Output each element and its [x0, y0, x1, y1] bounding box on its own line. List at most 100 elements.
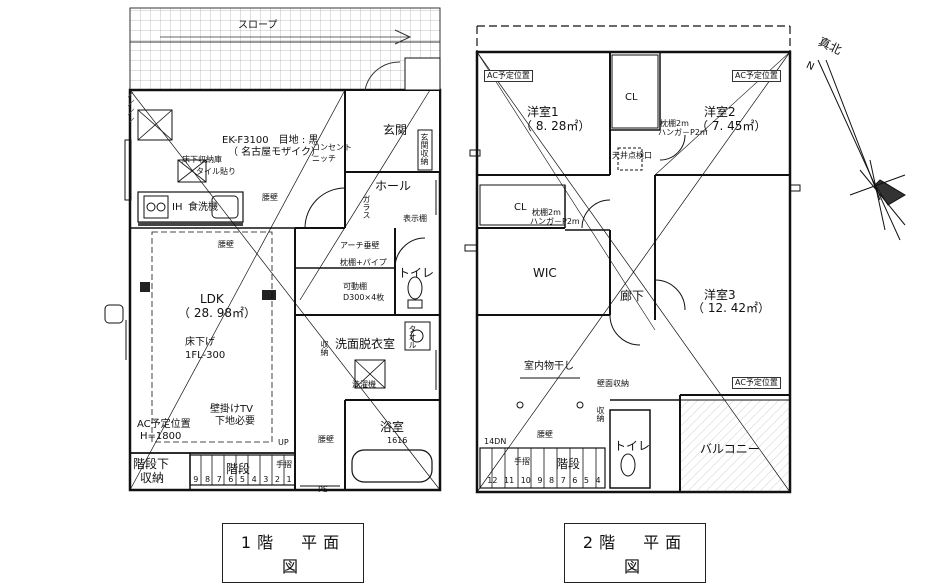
washer-label: 洗濯機 — [352, 380, 376, 389]
room1-label: 洋室1 — [527, 105, 559, 119]
stair-number: 9 — [193, 475, 199, 484]
toilet-label-floor2: トイレ — [614, 439, 651, 453]
display-shelf-label: 表示棚 — [403, 214, 427, 223]
stair-number: 5 — [583, 476, 590, 485]
ih-label: IH — [172, 202, 183, 213]
stair-number: 4 — [251, 475, 257, 484]
waist-wall-label-a: 腰壁 — [262, 193, 278, 202]
floor2-outer-wall — [475, 50, 792, 494]
kitchen-spec2-label: （ 名古屋モザイク） — [228, 147, 321, 158]
stair-number: 4 — [595, 476, 601, 485]
tile-label: タイル貼り — [196, 167, 236, 176]
handrail-label-floor2: 手摺 — [514, 457, 530, 466]
stairs-label-floor2: 階段 — [556, 457, 581, 471]
dn-label: 14DN — [484, 437, 507, 446]
room3-label: 洋室3 — [704, 288, 736, 302]
glass-label: ガラス — [362, 195, 371, 219]
shelf-pipe-label: 枕棚+パイプ — [340, 258, 387, 267]
floor2-title: 2階 平面図 — [564, 523, 706, 583]
floor2-plan — [464, 25, 801, 494]
balcony-label: バルコニー — [700, 442, 760, 456]
niche-label: ニッチ — [312, 154, 336, 163]
floor-storage-label: 床下収納庫 — [182, 155, 222, 164]
hanger-note-top: ハンガ－P2m — [658, 128, 708, 137]
floor1-title: 1階 平面図 — [222, 523, 364, 583]
stair-number: 1 — [286, 475, 292, 484]
slope-label: スロープ — [238, 20, 278, 31]
toilet-label-floor1: トイレ — [398, 266, 435, 280]
under-stairs-label: 階段下 — [133, 457, 170, 471]
hanger-note-mid: ハンガ－P2m — [530, 217, 580, 226]
stair-numbers-floor2: 12 11 10 9 8 7 6 5 4 — [484, 477, 604, 485]
stairs-floor2 — [479, 447, 606, 489]
stair-number: 8 — [549, 476, 555, 485]
attic-label: 天井点検口 — [612, 151, 652, 160]
ac-label-floor2-room2: AC予定位置 — [732, 70, 781, 82]
room3-area-label: （ 12. 42㎡） — [692, 301, 770, 315]
under-stairs2-label: 収納 — [140, 471, 165, 485]
stair-number: 5 — [239, 475, 245, 484]
washroom-label: 洗面脱衣室 — [335, 337, 396, 351]
ac-label-floor1: AC予定位置 — [137, 419, 191, 430]
stair-number: 7 — [560, 476, 566, 485]
stairs-label-floor1: 階段 — [226, 462, 251, 476]
tv2-label: 下地必要 — [215, 416, 255, 427]
shelf-note-mid: 枕棚2m — [532, 208, 561, 217]
kitchen-spec-label: EK-F3100 目地 : 黒 — [222, 135, 319, 146]
up-label: UP — [278, 438, 289, 447]
waist-wall-label-b: 腰壁 — [218, 240, 234, 249]
movable-shelf2-label: D300×4枚 — [343, 293, 385, 302]
cl-top-label: CL — [625, 92, 638, 103]
tv-label: 壁掛けTV — [210, 404, 253, 415]
stair-number: 6 — [228, 475, 234, 484]
floor-plan-drawing — [104, 7, 906, 494]
dishwasher-label: 食洗機 — [188, 202, 218, 213]
room2-label: 洋室2 — [704, 105, 736, 119]
stair-number: 11 — [503, 476, 515, 485]
entrance-label: 玄関 — [383, 123, 408, 137]
balcony — [679, 399, 791, 493]
movable-shelf-label: 可動棚 — [343, 282, 367, 291]
stair-number: 9 — [537, 476, 543, 485]
stair-number: 3 — [263, 475, 269, 484]
compass-icon — [817, 59, 906, 241]
outlet-label: コンセント — [312, 143, 352, 152]
ac-label-floor2-room1: AC予定位置 — [484, 70, 533, 82]
stair-numbers-floor1: 9 8 7 6 5 4 3 2 1 — [190, 476, 295, 484]
ac-height-label: H=1800 — [140, 431, 182, 442]
cl-mid-label: CL — [514, 202, 527, 213]
hallway-label: 廊下 — [620, 289, 645, 303]
bathtub — [351, 449, 433, 483]
stair-number: 8 — [204, 475, 211, 484]
bath-label: 浴室 — [380, 420, 405, 434]
ac-label-floor2-room3: AC予定位置 — [732, 377, 781, 389]
ldk-label: LDK — [200, 292, 224, 306]
storage-vertical-label: 収納 — [596, 406, 605, 422]
room2-area-label: （ 7. 45㎡） — [696, 119, 767, 133]
stair-number: 7 — [216, 475, 222, 484]
floor-level-label: 1FL-300 — [185, 350, 226, 361]
arch-wall-label: アーチ垂壁 — [340, 241, 380, 250]
floor1-plan — [104, 7, 442, 492]
ldk-area-label: （ 28. 98㎡） — [178, 306, 256, 320]
towel-label: タオル — [408, 325, 417, 349]
hall-label: ホール — [375, 179, 412, 193]
ps-label: PS — [318, 485, 328, 494]
wic-label: WIC — [533, 266, 557, 280]
waist-wall-label-floor2: 腰壁 — [537, 430, 553, 439]
room1-area-label: （ 8. 28㎡） — [520, 119, 591, 133]
shoe-storage-label: 玄関収納 — [420, 133, 429, 165]
bath-size-label: 1616 — [387, 436, 408, 445]
stair-number: 2 — [274, 475, 280, 484]
stair-number: 10 — [520, 476, 531, 485]
housing-storage-label: 収納 — [320, 340, 329, 356]
shelf-note-top: 枕棚2m — [660, 119, 689, 128]
stair-number: 12 — [487, 476, 498, 485]
wall-storage-label: 壁面収納 — [597, 379, 629, 388]
floor-storage-hatch — [177, 159, 207, 183]
handrail-label-floor1: 手摺 — [276, 460, 292, 469]
slope-area — [129, 7, 441, 91]
floor-down-label: 床下げ — [185, 337, 215, 348]
stair-number: 6 — [572, 476, 578, 485]
indoor-dry-label: 室内物干し — [524, 361, 574, 372]
